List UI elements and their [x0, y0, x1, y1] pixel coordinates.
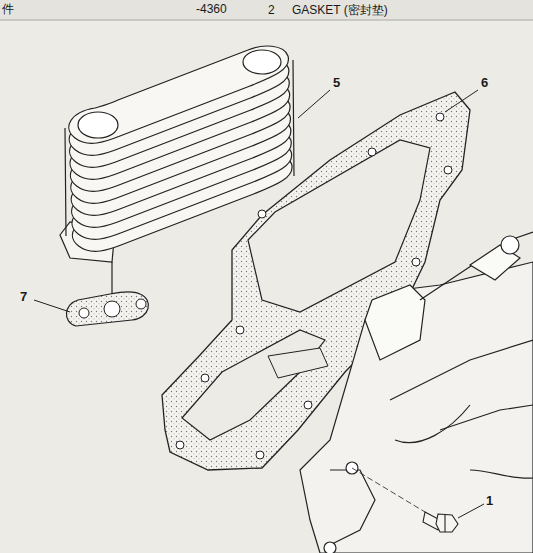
callout-number: 1 — [486, 494, 493, 507]
callout-number: 5 — [333, 76, 340, 89]
cooler-plate — [69, 46, 289, 143]
header-text: 件 — [2, 3, 14, 15]
cooler-side — [65, 60, 294, 236]
part-name: GASKET (密封垫) — [292, 4, 388, 16]
callout-number: 7 — [20, 290, 27, 303]
quantity: 2 — [268, 4, 275, 16]
part-number: -4360 — [196, 3, 227, 15]
callout-number: 6 — [481, 76, 488, 89]
